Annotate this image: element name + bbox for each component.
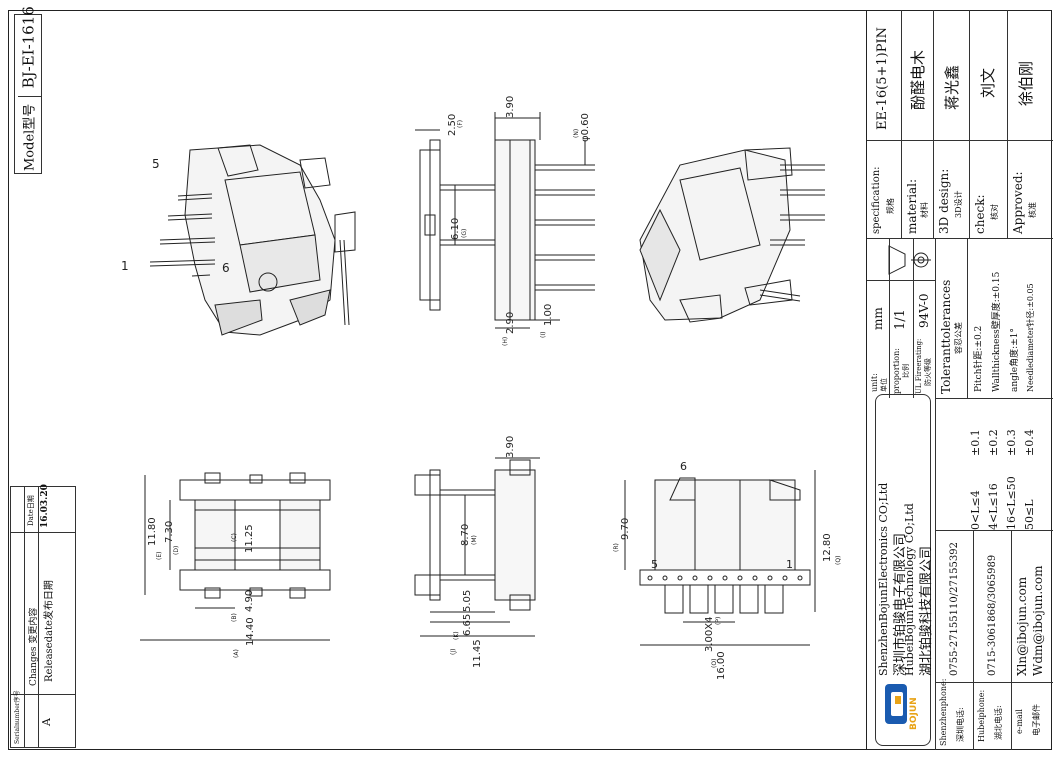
dim-3-00x4: 3.00X4 [704,617,715,652]
pin-label-5: 5 [152,157,160,171]
svg-text:(Q): (Q) [835,556,842,565]
dim-14-40: 14.40 [245,617,256,646]
dim-1-00: 1.00 [543,304,554,326]
bottom-view [624,470,816,646]
design-label: 3D design: [937,168,951,234]
unit-value: mm [871,307,885,330]
dim-11-45: 11.45 [472,639,483,668]
pin-5: 5 [651,558,658,571]
svg-text:(H): (H) [502,337,509,346]
dim-7-30: 7.30 [164,521,175,543]
dim-12-80: 12.80 [822,533,833,562]
design-value: 蒋光鑫 [943,64,961,110]
front-dims: 11.80 (E) 7.30 (D) 11.25 (C) 4.90 (B) 14… [147,517,256,658]
svg-text:(G): (G) [461,229,468,238]
dim-16-00: 16.00 [716,651,727,680]
bottom-dims: 9.70 (R) 12.80 (Q) 3.00X4 (P) 16.00 (O) … [613,460,842,680]
svg-text:(R): (R) [613,543,620,552]
svg-text:(O): (O) [711,659,718,668]
spec-label: specification: [871,166,882,234]
isometric-view-right [639,147,825,323]
approved-value: 徐伯刚 [1017,60,1035,106]
svg-text:(I): (I) [540,332,547,338]
fire-value: 94V-0 [917,293,931,328]
bojun-logo: BOJUN [883,682,923,736]
svg-text:(F): (F) [457,120,464,128]
svg-text:(A): (A) [233,649,240,658]
dim-8-70: 8.70 [460,524,471,546]
proportion-value: 1/1 [893,309,908,330]
pin-label-1: 1 [121,259,129,273]
dim-4-90: 4.90 [244,590,255,612]
svg-text:(N): (N) [573,129,580,138]
pin-label-6: 6 [222,261,230,275]
dim-6-10: 6.10 [450,218,461,240]
model-box: Model型号 BJ-EI-1616 [14,6,42,174]
svg-text:(P): (P) [715,617,722,625]
approved-label: Approved: [1011,171,1025,234]
dim-3-90-b: 3.90 [505,436,516,458]
tolerances-label: Toleranttolerances [939,279,953,394]
front-view [140,472,331,641]
side-dims: 3.90 2.50 (F) φ0.60 (N) 6.10 (G) 2.90 (H… [447,96,591,346]
pin-6: 6 [680,460,687,473]
hb-phone: 0715-3061868/3065989 [987,554,998,676]
mid-view [414,457,540,637]
mid-dims: 3.90 8.70 (M) 5.05 6.65 (K) 11.45 (J) [450,436,516,668]
svg-text:(M): (M) [471,535,478,545]
isometric-view-left [149,144,356,336]
pin-1: 1 [786,558,793,571]
svg-text:(E): (E) [156,552,163,560]
svg-text:(J): (J) [450,649,457,655]
svg-text:(C): (C) [231,533,238,542]
email-1: Xln@ibojun.com [1015,576,1029,676]
projection-symbol [888,245,931,275]
dim-11-80: 11.80 [147,517,158,546]
material-value: 酚醛电木 [909,49,927,110]
check-value: 刘文 [979,67,997,98]
dim-9-70: 9.70 [620,518,631,540]
dim-0-60: φ0.60 [580,113,591,142]
dim-2-90: 2.90 [505,312,516,334]
dim-2-50: 2.50 [447,114,458,136]
email-2: Wdm@ibojun.com [1031,565,1045,676]
spec-value: EE-16(5+1)PIN [875,27,890,130]
check-label: check: [973,194,987,234]
side-view [415,112,595,329]
title-block: specification: 规格 EE-16(5+1)PIN material… [866,10,1053,750]
svg-text:(D): (D) [173,546,180,555]
svg-text:(K): (K) [453,631,460,640]
svg-text:(B): (B) [231,613,238,622]
technical-views: 5 1 6 3.90 2.50 (F) φ0.60 (N) [121,96,842,680]
dim-11-25: 11.25 [244,524,255,553]
dim-6-65: 6.65 [462,614,473,636]
sz-phone: 0755-27155110/27155392 [949,542,960,676]
changes-table: Serialnumber序号 Changes 变更内容 Date日期 A Rel… [10,484,76,748]
drawing-sheet [8,10,1052,750]
dim-5-05: 5.05 [462,590,473,612]
material-label: material: [905,178,919,234]
dim-3-90-a: 3.90 [505,96,516,118]
